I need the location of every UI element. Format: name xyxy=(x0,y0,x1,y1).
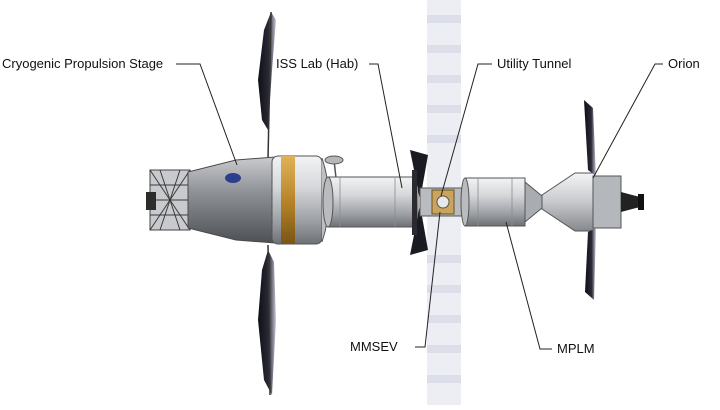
label-mmsev: MMSEV xyxy=(350,339,398,354)
mplm-module xyxy=(460,177,543,227)
orion-spacecraft xyxy=(541,172,644,232)
leader-line-utility-tunnel xyxy=(440,63,492,197)
utility-tunnel xyxy=(419,187,469,217)
label-orion: Orion xyxy=(668,56,700,71)
leader-lines xyxy=(176,63,663,350)
orion-solar-array-upper xyxy=(584,100,596,176)
label-cryogenic-propulsion-stage: Cryogenic Propulsion Stage xyxy=(2,56,164,71)
label-mplm: MPLM xyxy=(557,341,595,356)
antenna-dish xyxy=(324,155,344,179)
cryogenic-propulsion-stage xyxy=(146,155,330,245)
label-utility-tunnel: Utility Tunnel xyxy=(497,56,572,71)
leader-line-iss-lab xyxy=(369,63,403,189)
hab-solar-array xyxy=(410,150,428,255)
leader-line-mplm xyxy=(505,221,552,350)
leader-line-cps xyxy=(176,63,238,166)
cps-solar-panel-upper xyxy=(258,11,276,161)
orion-solar-array-lower xyxy=(585,228,596,300)
label-iss-lab-hab: ISS Lab (Hab) xyxy=(276,56,359,71)
leader-line-orion xyxy=(592,63,663,179)
cps-solar-panel-lower xyxy=(258,244,276,396)
iss-lab-hab-module xyxy=(322,176,419,228)
leader-line-mmsev xyxy=(415,211,441,348)
